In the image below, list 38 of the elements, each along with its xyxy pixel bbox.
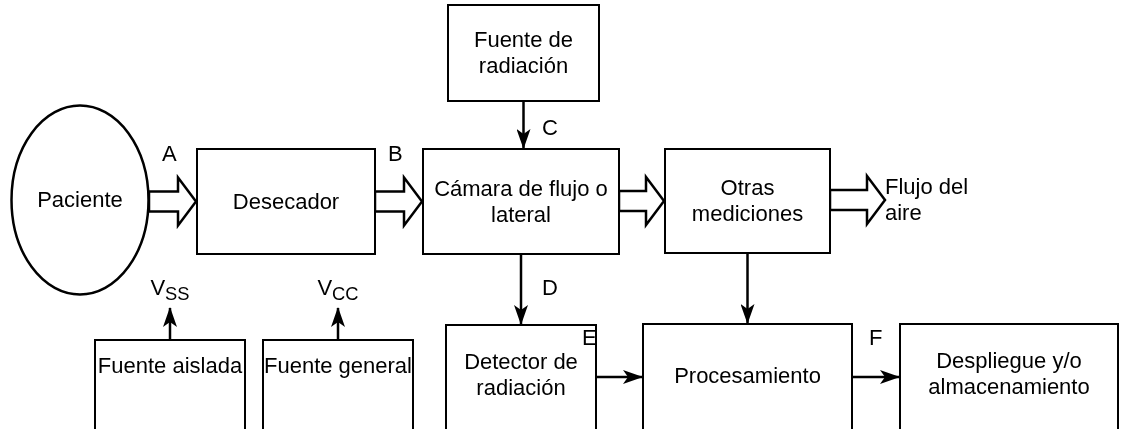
arrow — [853, 370, 900, 384]
process-box — [445, 324, 597, 429]
arrow — [516, 102, 531, 149]
arrow — [740, 254, 755, 324]
signal-label: V$_{CC}$ — [317, 274, 359, 307]
box-label: Procesamiento — [674, 363, 821, 389]
process-box — [196, 148, 376, 255]
edge-label: D — [542, 276, 558, 300]
process-box — [447, 4, 600, 102]
signal-label: Flujo del aire — [885, 174, 970, 226]
arrow — [514, 255, 528, 325]
box-label: Otras mediciones — [690, 175, 805, 227]
box-label: Fuente de radiación — [472, 27, 575, 79]
edge-label: A — [162, 142, 177, 166]
edge-label: E — [582, 326, 597, 350]
box-label: Desecador — [232, 188, 340, 215]
arrow — [331, 307, 345, 339]
patient-ellipse — [10, 104, 150, 296]
block-arrow — [147, 173, 198, 230]
box-label: Fuente general — [264, 353, 412, 379]
block-arrow — [828, 172, 887, 228]
box-label: Paciente — [37, 187, 123, 213]
block-arrow — [617, 173, 666, 229]
box-label: Detector de radiación — [463, 349, 579, 401]
box-label: Despliegue y/o almacenamiento — [927, 348, 1091, 400]
arrow — [163, 307, 177, 339]
signal-label: V$_{SS}$ — [150, 274, 190, 307]
process-box — [664, 148, 831, 254]
edge-label: C — [542, 116, 558, 140]
edge-label: B — [388, 142, 403, 166]
process-box — [422, 148, 620, 255]
process-box — [899, 323, 1119, 429]
block-arrow — [373, 173, 424, 230]
box-label: Cámara de flujo o lateral — [433, 175, 609, 228]
box-label: Fuente aislada — [97, 353, 243, 379]
process-box — [642, 323, 853, 429]
edge-label: F — [869, 326, 883, 350]
arrow — [597, 370, 643, 384]
